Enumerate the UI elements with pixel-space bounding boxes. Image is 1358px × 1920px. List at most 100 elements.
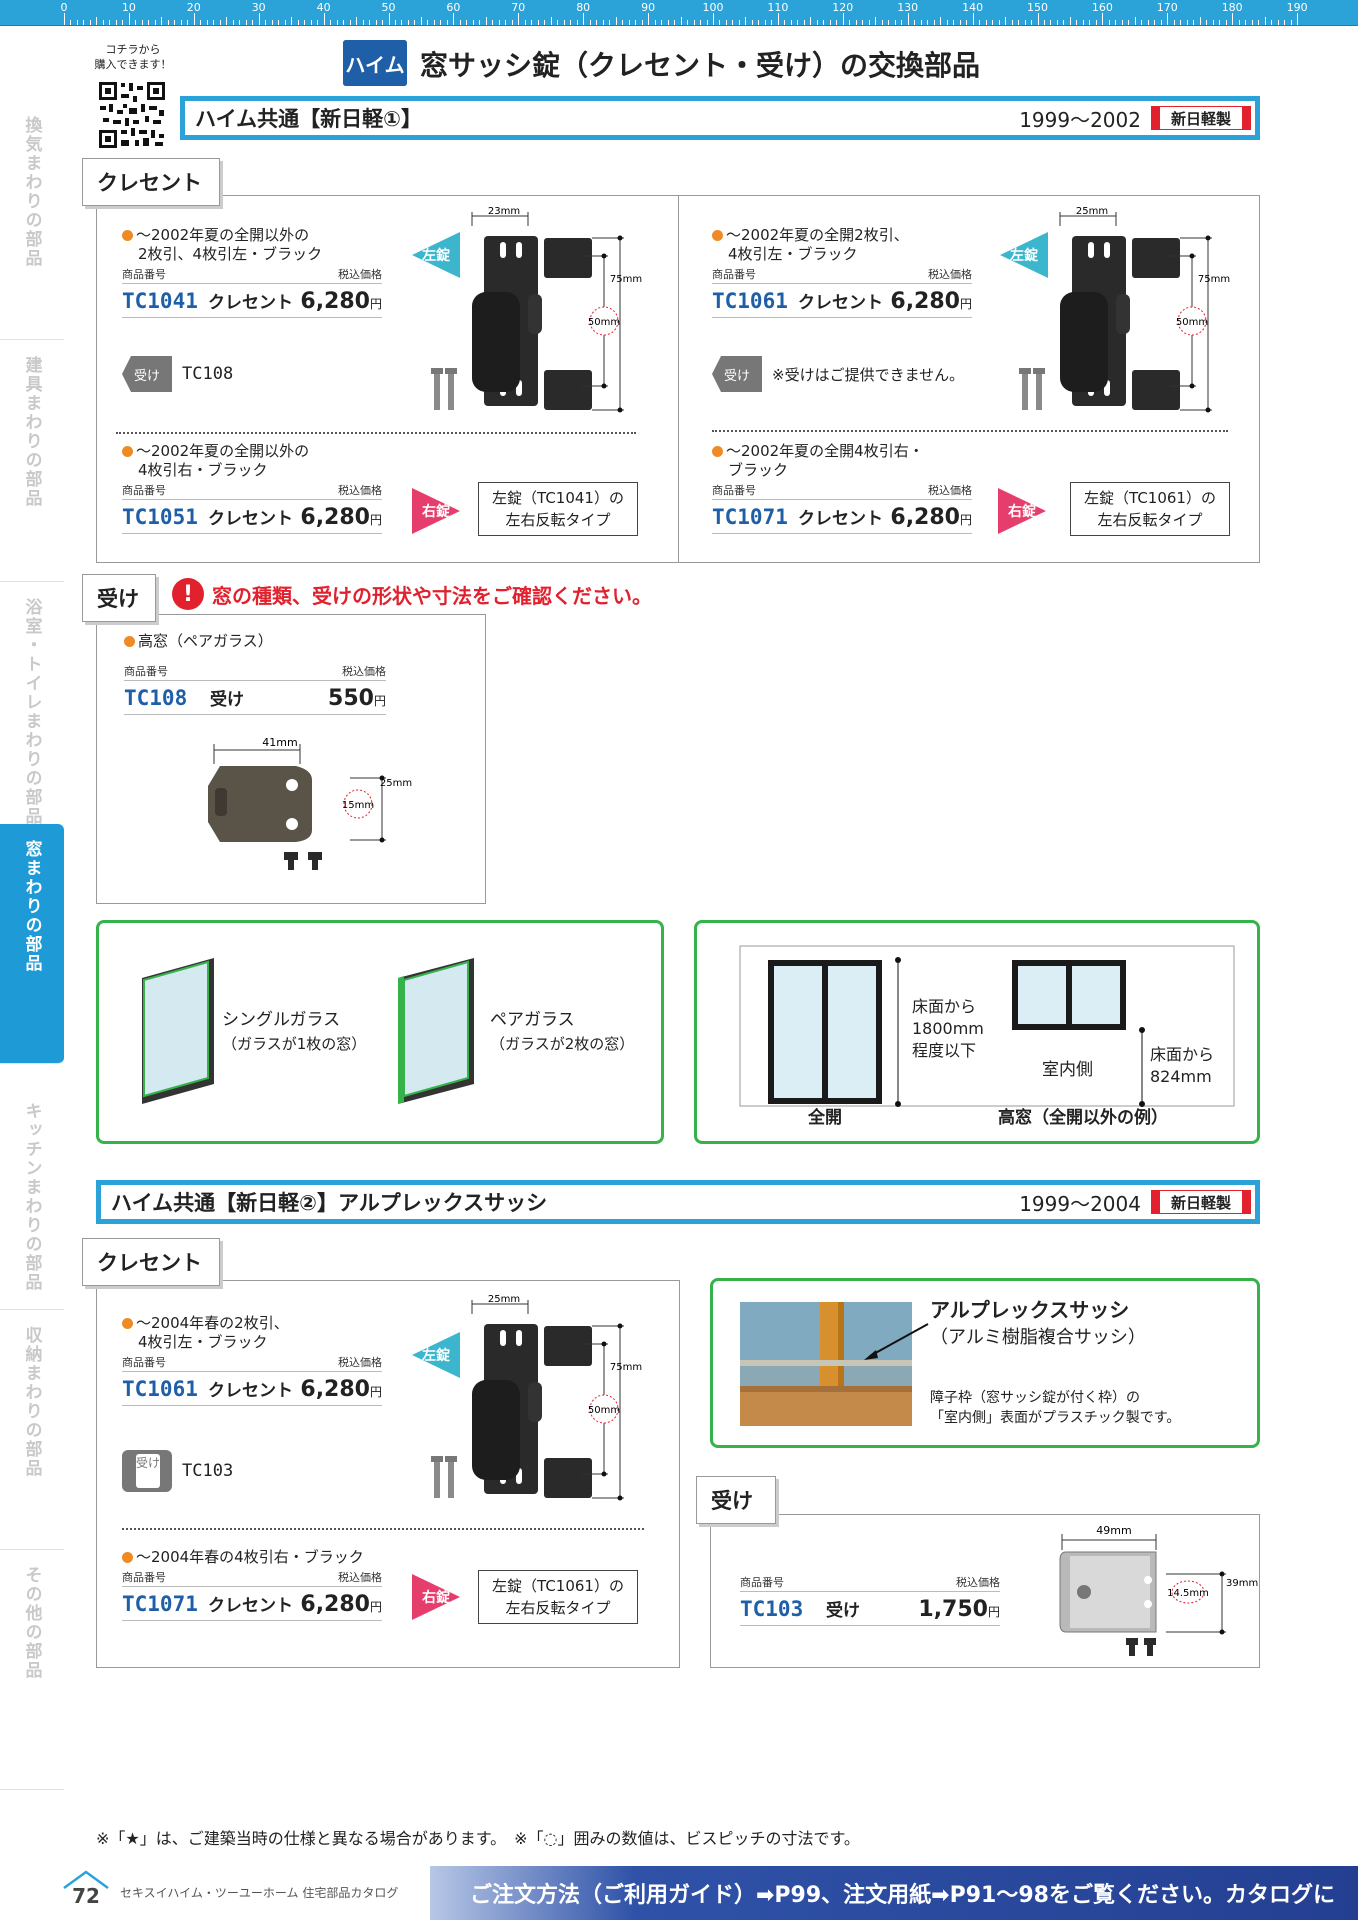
ruler-tick [1277, 20, 1279, 25]
ruler-tick [466, 20, 468, 25]
svg-text:49mm: 49mm [1096, 1524, 1131, 1537]
bullet-icon [122, 1552, 133, 1563]
ruler-tick [122, 20, 124, 25]
ruler-tick [557, 20, 559, 25]
ruler-tick [317, 20, 319, 25]
sidenav-window[interactable]: 窓まわりの部品 [0, 824, 64, 1064]
ruler-tick [187, 20, 189, 25]
sidenav-kitchen[interactable]: キッチンまわりの部品 [0, 1086, 64, 1310]
ruler-tick [505, 20, 507, 25]
ruler-tick [362, 20, 364, 25]
ruler-tick [1290, 20, 1292, 25]
qr-code[interactable] [97, 80, 167, 150]
ruler-tick [953, 20, 955, 25]
brand-badge: ハイム [343, 40, 407, 86]
ruler-tick [154, 20, 156, 25]
svg-text:25mm: 25mm [380, 778, 412, 789]
ruler-tick [1264, 17, 1266, 25]
ruler-label: 50 [381, 1, 396, 14]
ruler-label: 40 [316, 1, 331, 14]
bullet-icon [712, 446, 723, 457]
ruler-tick [894, 20, 896, 25]
ruler-tick [842, 13, 844, 25]
ruler-tick [1082, 20, 1084, 25]
sidenav-ventilation[interactable]: 換気まわりの部品 [0, 100, 64, 340]
svg-text:15mm: 15mm [342, 800, 374, 811]
sidenav-label: キッチンまわりの部品 [21, 1102, 42, 1292]
ruler-tick [102, 20, 104, 25]
ruler-tick [1031, 20, 1032, 25]
window-diagram [738, 944, 1236, 1130]
single-glass-label: シングルガラス（ガラスが1枚の窓） [222, 1010, 367, 1053]
crescent-tab-1: クレセント [82, 158, 220, 206]
ruler-tick [1245, 20, 1247, 25]
ruler-tick [265, 20, 267, 25]
ruler-tick [239, 20, 241, 25]
ruler-label: 90 [641, 1, 656, 14]
ruler-tick [161, 17, 163, 25]
svg-text:39mm: 39mm [1226, 1578, 1258, 1589]
ruler-tick [1005, 17, 1007, 25]
ruler-tick [1167, 13, 1169, 25]
svg-text:25mm: 25mm [1076, 206, 1108, 217]
ruler-tick [349, 20, 351, 25]
ruler-tick [1141, 20, 1143, 25]
ruler-tick [1271, 20, 1273, 25]
ruler-tick [1043, 20, 1045, 25]
sidenav-storage[interactable]: 収納まわりの部品 [0, 1310, 64, 1550]
high-window-label: 高窓（全開以外の例） [998, 1108, 1168, 1128]
ruler-tick [946, 20, 948, 25]
sidenav-other[interactable]: その他の部品 [0, 1550, 64, 1790]
ruler-label: 140 [962, 1, 984, 14]
sidenav-label: 浴室・トイレまわりの部品 [21, 598, 42, 826]
ruler-tick [583, 13, 585, 25]
ruler-tick [654, 20, 656, 25]
alplex-note: 障子枠（窓サッシ錠が付く枠）の「室内側」表面がプラスチック製です。 [930, 1390, 1181, 1426]
ruler-tick [706, 20, 708, 25]
svg-text:50mm: 50mm [588, 1405, 620, 1416]
page-title: 窓サッシ錠（クレセント・受け）の交換部品 [420, 49, 981, 82]
order-guide-banner[interactable]: ご注文方法（ご利用ガイド）➡P99、注文用紙➡P91〜98をご覧ください。カタロ… [430, 1866, 1358, 1920]
separator [116, 432, 636, 434]
ruler-tick [972, 13, 974, 25]
ruler-tick [446, 20, 448, 25]
ruler-tick [382, 20, 383, 25]
ruler-tick [1232, 13, 1234, 25]
ruler-label: 190 [1286, 1, 1308, 14]
ruler-tick [609, 20, 611, 25]
ruler-label: 20 [186, 1, 201, 14]
ruler-tick [602, 20, 604, 25]
ruler-label: 10 [121, 1, 136, 14]
single-glass-illustration [138, 956, 218, 1106]
ruler-tick [693, 20, 695, 25]
ruler-tick [745, 17, 747, 25]
ruler-tick [343, 20, 345, 25]
sidenav-fittings[interactable]: 建具まわりの部品 [0, 340, 64, 582]
ruler-tick [713, 13, 714, 25]
ruler-tick [622, 20, 624, 25]
receiver-info-tc1061: 受け ※受けはご提供できません。 [712, 356, 964, 392]
ruler-tick [330, 20, 332, 25]
ruler-tick [1063, 20, 1065, 25]
ruler-tick [537, 20, 539, 25]
ruler-tick [927, 20, 929, 25]
separator [122, 1528, 644, 1530]
ruler-label: 170 [1156, 1, 1178, 14]
svg-text:23mm: 23mm [488, 206, 520, 217]
receiver-info-tc1041: 受け TC108 [122, 356, 233, 392]
svg-text:25mm: 25mm [488, 1294, 520, 1305]
warning-message: ! 窓の種類、受けの形状や寸法をご確認ください。 [172, 578, 652, 610]
bullet-icon [122, 446, 133, 457]
receiver-tab-1: 受け [82, 574, 156, 622]
